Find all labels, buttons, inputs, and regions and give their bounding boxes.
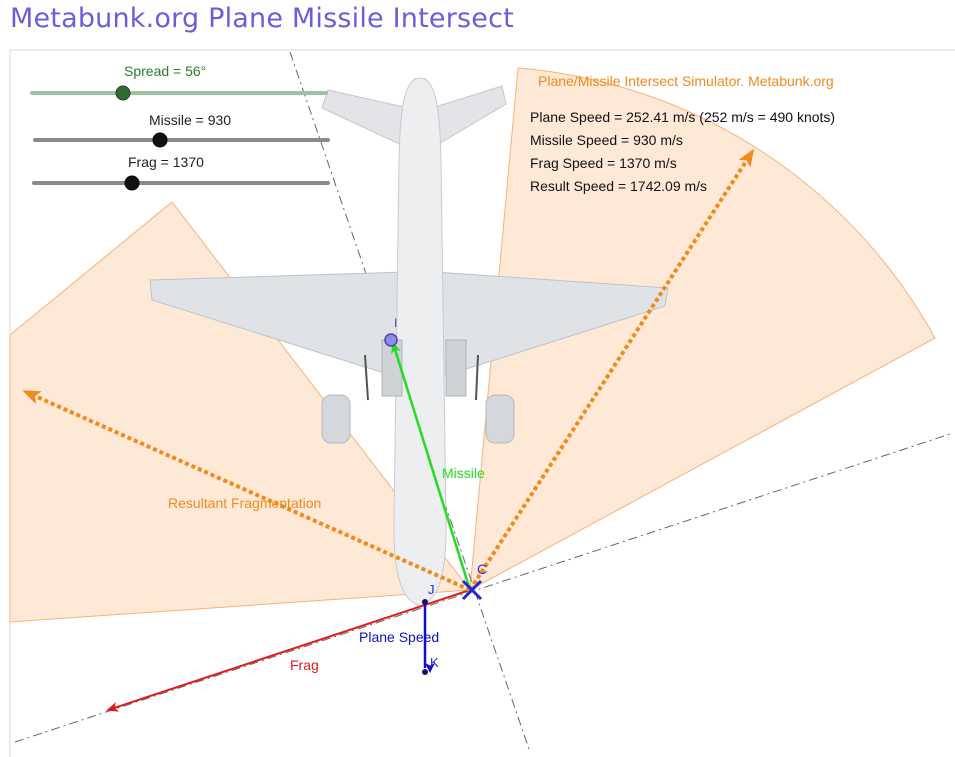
missile-slider-label: Missile = 930 (149, 112, 232, 128)
fragment-sector-right (469, 67, 936, 591)
point-label-c: C (477, 561, 487, 577)
missile-label: Missile (442, 465, 485, 481)
resultant-fragmentation-label: Resultant Fragmentation (168, 495, 321, 511)
point-j[interactable] (422, 599, 428, 605)
point-c-marker[interactable] (461, 579, 483, 601)
plane-speed-label: Plane Speed (359, 629, 439, 645)
frag-slider[interactable] (32, 175, 330, 191)
missile-vector (391, 341, 472, 591)
resultant-fragment-vector-right (468, 148, 755, 592)
point-label-k: K (430, 655, 439, 670)
spread-slider-handle[interactable] (115, 85, 131, 101)
info-missile-speed: Missile Speed = 930 m/s (530, 132, 683, 148)
missile-slider-handle[interactable] (152, 132, 168, 148)
spread-slider[interactable] (30, 85, 328, 101)
frag-label: Frag (290, 657, 319, 673)
frag-slider-label: Frag = 1370 (128, 154, 204, 170)
point-k[interactable] (422, 669, 428, 675)
construction-line-spread-lower (14, 433, 951, 743)
frag-slider-handle[interactable] (124, 175, 140, 191)
info-plane-speed: Plane Speed = 252.41 m/s (252 m/s = 490 … (530, 109, 836, 125)
point-label-j: J (428, 582, 435, 597)
page-title: Metabunk.org Plane Missile Intersect (10, 3, 514, 34)
info-frag-speed: Frag Speed = 1370 m/s (530, 155, 677, 171)
spread-slider-label: Spread = 56° (124, 63, 207, 79)
frag-vector (106, 589, 471, 712)
point-i-handle[interactable] (384, 333, 398, 347)
missile-slider[interactable] (33, 132, 330, 148)
info-result-speed: Result Speed = 1742.09 m/s (530, 178, 708, 194)
simulator-heading: Plane/Missile Intersect Simulator. Metab… (538, 73, 834, 89)
point-label-i: I (394, 316, 397, 330)
